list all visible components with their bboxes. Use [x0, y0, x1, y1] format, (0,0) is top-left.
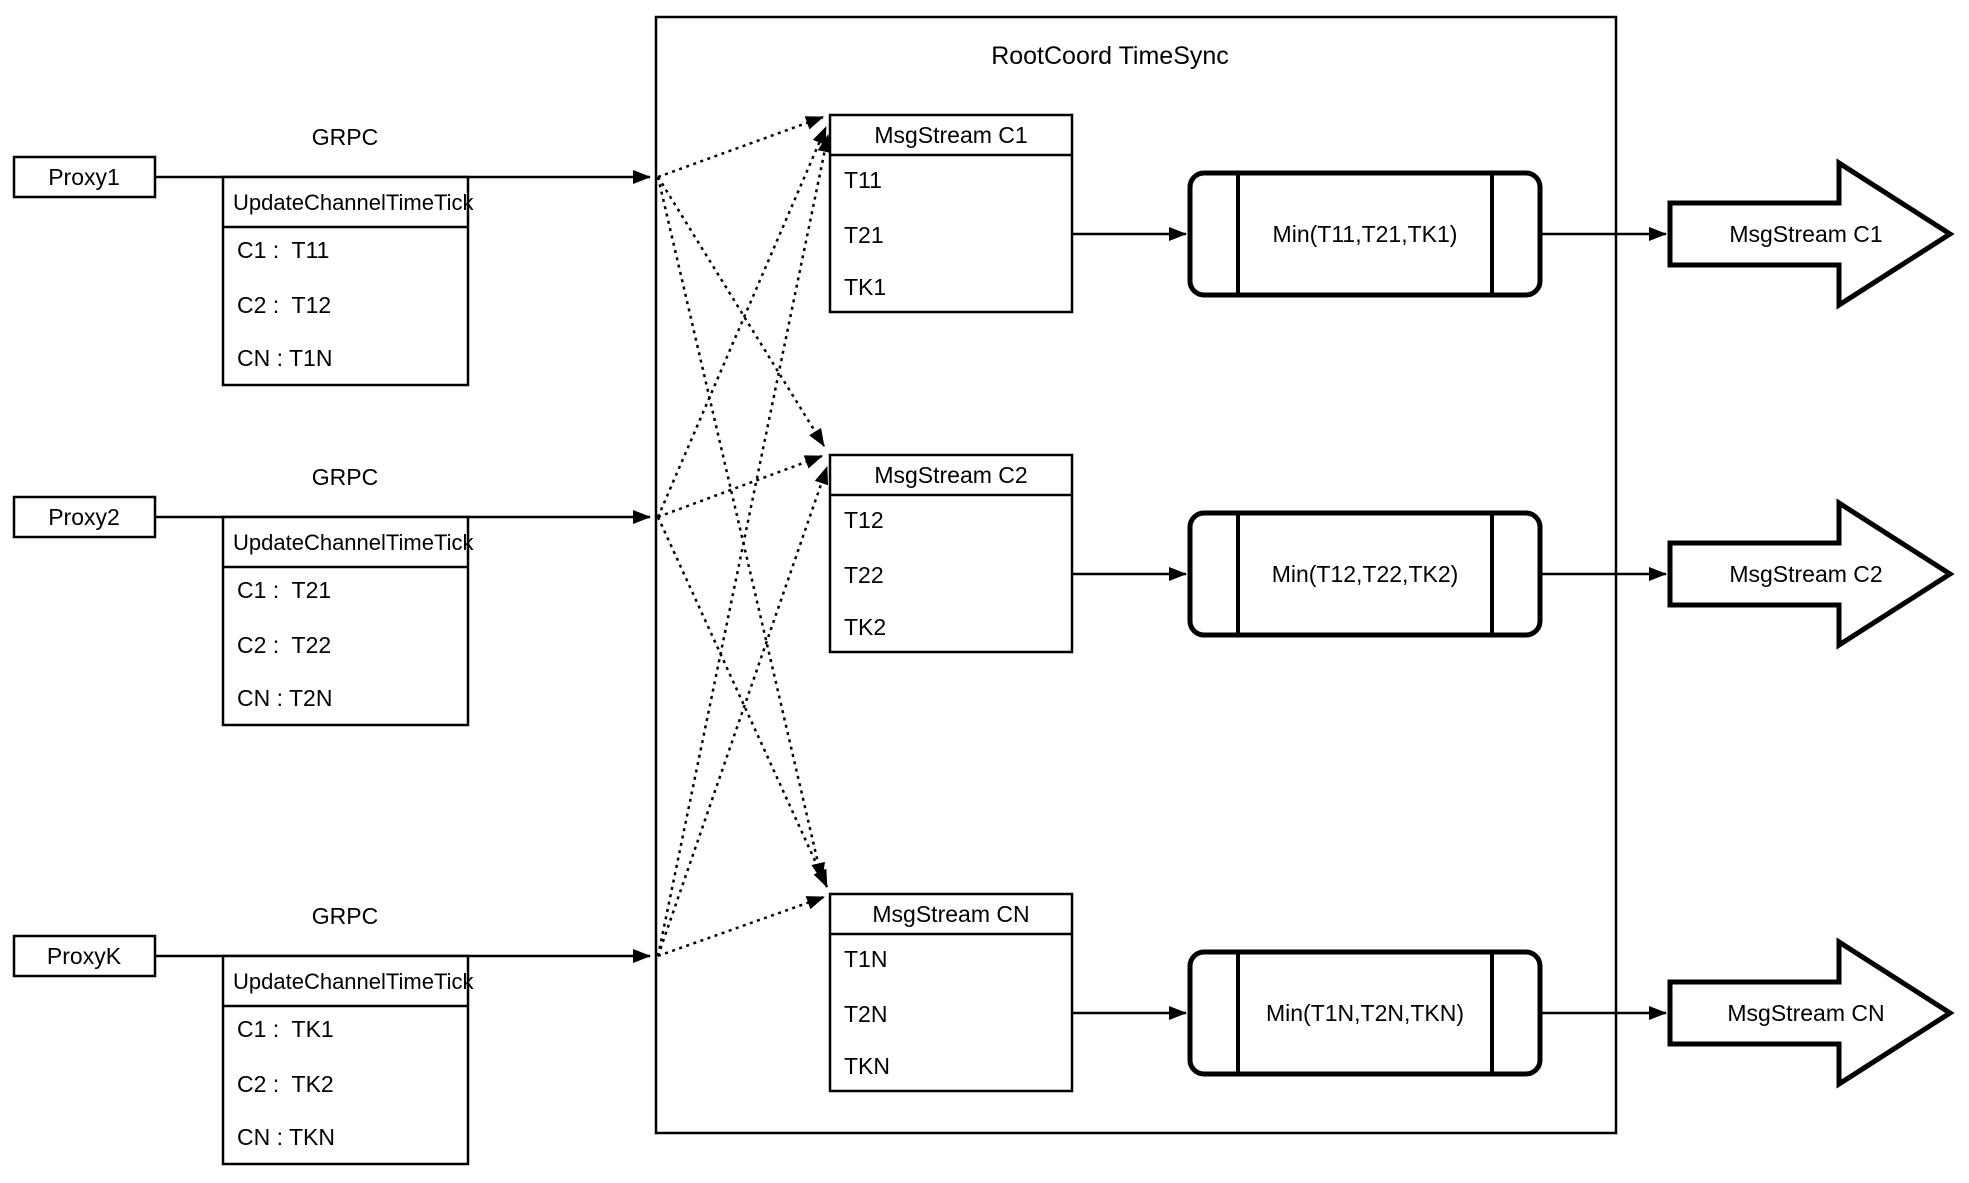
block-arrow-shape: [1667, 158, 1955, 310]
block-arrow-shape: [1667, 937, 1955, 1089]
table-row: CN : TKN: [237, 1124, 335, 1150]
dotted-arrow-p2-c1: [656, 126, 828, 518]
update-message-table: UpdateChannelTimeTick C1 : T11 C2 : T12 …: [221, 175, 474, 387]
proxy-node: [12, 495, 157, 539]
output-label: MsgStream CN: [1727, 1000, 1884, 1026]
table-row: CN : T1N: [237, 345, 332, 371]
table-row: T12: [844, 507, 884, 533]
msgstream-table: MsgStream C2 T12 T22 TK2: [828, 453, 1074, 654]
table-header: UpdateChannelTimeTick: [233, 190, 474, 215]
msgstream-table: MsgStream CN T1N T2N TKN: [828, 892, 1074, 1093]
table-row: T11: [844, 167, 882, 193]
table-row: TK2: [844, 614, 886, 640]
table-row: TKN: [844, 1053, 890, 1079]
table-frame: [221, 954, 470, 1166]
proxy-row-3: ProxyK GRPC UpdateChannelTimeTick C1 : T…: [12, 892, 1955, 1166]
table-row: C2 : T22: [237, 632, 331, 658]
proxy-node: [12, 934, 157, 978]
min-label: Min(T1N,T2N,TKN): [1266, 1000, 1464, 1026]
table-row: C1 : T11: [237, 237, 329, 263]
fanout-dotted-arrows: [656, 115, 832, 958]
grpc-label: GRPC: [312, 464, 378, 490]
proxy-node: [12, 155, 157, 199]
table-row: T21: [844, 222, 884, 248]
dotted-arrow-p1-c2: [656, 176, 826, 447]
table-header: MsgStream CN: [872, 901, 1029, 927]
output-label: MsgStream C2: [1729, 561, 1882, 587]
update-message-table: UpdateChannelTimeTick C1 : T21 C2 : T22 …: [221, 515, 474, 727]
table-frame: [221, 515, 470, 727]
table-row: CN : T2N: [237, 685, 332, 711]
proxy-label: Proxy2: [48, 504, 120, 530]
table-row: T22: [844, 562, 884, 588]
table-frame: [828, 113, 1074, 314]
grpc-label: GRPC: [312, 903, 378, 929]
table-row: C1 : T21: [237, 577, 331, 603]
msgstream-table: MsgStream C1 T11 T21 TK1: [828, 113, 1074, 314]
output-block-arrow: MsgStream C1: [1667, 158, 1955, 310]
table-frame: [828, 892, 1074, 1093]
table-header: MsgStream C1: [874, 122, 1027, 148]
output-label: MsgStream C1: [1729, 221, 1882, 247]
proxy-row-2: Proxy2 GRPC UpdateChannelTimeTick C1 : T…: [12, 453, 1955, 727]
grpc-label: GRPC: [312, 124, 378, 150]
output-block-arrow: MsgStream C2: [1667, 498, 1955, 650]
table-frame: [221, 175, 470, 387]
min-process-node: Min(T12,T22,TK2): [1187, 510, 1543, 638]
update-message-table: UpdateChannelTimeTick C1 : TK1 C2 : TK2 …: [221, 954, 474, 1166]
table-header: MsgStream C2: [874, 462, 1027, 488]
table-row: C1 : TK1: [237, 1016, 334, 1042]
dotted-arrow-p2-cn: [656, 516, 829, 888]
table-header: UpdateChannelTimeTick: [233, 969, 474, 994]
block-arrow-shape: [1667, 498, 1955, 650]
dotted-arrow-p1-cn: [656, 176, 825, 881]
min-label: Min(T11,T21,TK1): [1273, 221, 1458, 247]
min-label: Min(T12,T22,TK2): [1272, 561, 1459, 587]
min-process-node: Min(T11,T21,TK1): [1187, 170, 1543, 298]
table-header: UpdateChannelTimeTick: [233, 530, 474, 555]
proxy-label: ProxyK: [47, 943, 122, 969]
container-title: RootCoord TimeSync: [991, 42, 1229, 70]
min-process-node: Min(T1N,T2N,TKN): [1187, 949, 1543, 1077]
table-row: TK1: [844, 274, 886, 300]
table-row: C2 : T12: [237, 292, 331, 318]
table-row: C2 : TK2: [237, 1071, 334, 1097]
table-frame: [828, 453, 1074, 654]
table-row: T1N: [844, 946, 887, 972]
proxy-label: Proxy1: [48, 164, 120, 190]
table-row: T2N: [844, 1001, 887, 1027]
dotted-arrow-pk-c1: [656, 134, 832, 957]
proxy-row-1: Proxy1 GRPC UpdateChannelTimeTick C1 : T…: [12, 113, 1955, 387]
output-block-arrow: MsgStream CN: [1667, 937, 1955, 1089]
